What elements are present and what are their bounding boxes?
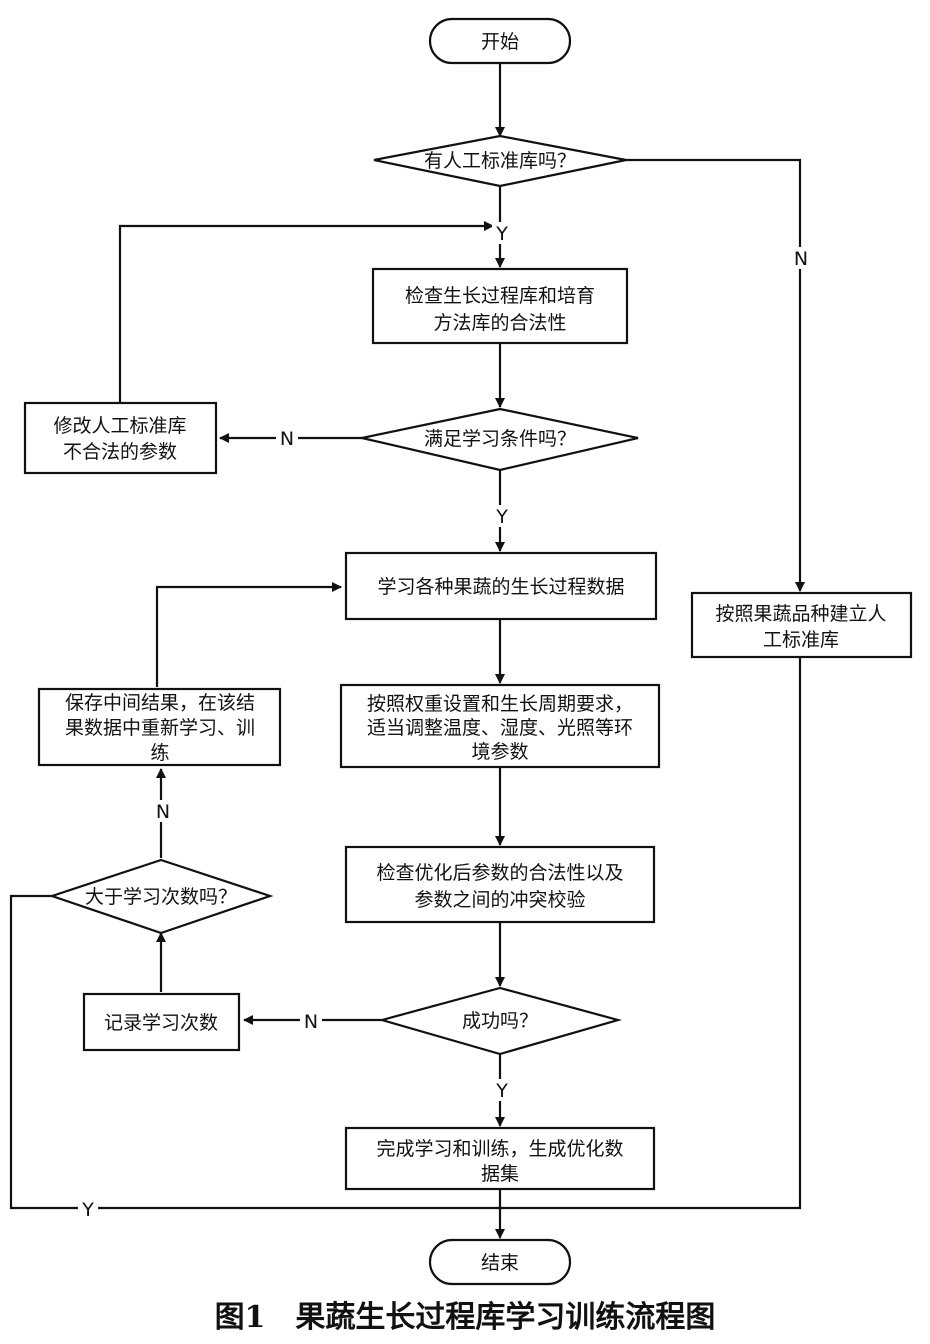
node-save-line3: 练 xyxy=(150,742,169,764)
node-build-line2: 工标准库 xyxy=(763,629,839,651)
node-start-label: 开始 xyxy=(481,31,519,53)
node-complete: 完成学习和训练，生成优化数 据集 xyxy=(344,1126,656,1191)
node-adjust-line1: 按照权重设置和生长周期要求， xyxy=(367,693,633,715)
node-check-legal-line2: 方法库的合法性 xyxy=(433,312,566,334)
node-save-line2: 果数据中重新学习、训 xyxy=(65,717,255,739)
node-check-conflict-line1: 检查优化后参数的合法性以及 xyxy=(376,862,623,884)
node-check-conflict: 检查优化后参数的合法性以及 参数之间的冲突校验 xyxy=(344,845,656,924)
label-yes-standard: Y xyxy=(495,223,508,245)
label-yes-success: Y xyxy=(495,1080,508,1102)
edges xyxy=(9,63,805,1239)
node-build-line1: 按照果蔬品种建立人 xyxy=(715,603,886,625)
node-complete-line1: 完成学习和训练，生成优化数 xyxy=(376,1138,623,1160)
node-modify: 修改人工标准库 不合法的参数 xyxy=(23,401,218,475)
node-question-count-label: 大于学习次数吗？ xyxy=(85,886,237,908)
edge-question-to-build xyxy=(626,158,805,592)
label-no-condition: N xyxy=(280,428,294,450)
edge-save-to-learn xyxy=(155,582,342,687)
edge-count-to-end xyxy=(9,894,500,1210)
node-adjust: 按照权重设置和生长周期要求， 适当调整温度、湿度、光照等环 境参数 xyxy=(339,683,661,769)
node-start: 开始 xyxy=(428,17,572,65)
label-no-count: N xyxy=(156,801,170,823)
node-adjust-line2: 适当调整温度、湿度、光照等环 xyxy=(367,717,633,739)
node-modify-line2: 不合法的参数 xyxy=(63,441,177,463)
node-end-label: 结束 xyxy=(481,1252,519,1274)
node-check-legal: 检查生长过程库和培育 方法库的合法性 xyxy=(371,267,629,345)
node-save-line1: 保存中间结果，在该结 xyxy=(65,692,255,714)
node-check-legal-line1: 检查生长过程库和培育 xyxy=(405,285,595,307)
node-modify-line1: 修改人工标准库 xyxy=(53,415,186,437)
node-question-success: 成功吗？ xyxy=(377,986,623,1056)
node-question-standard-label: 有人工标准库吗？ xyxy=(424,150,576,172)
node-complete-line2: 据集 xyxy=(481,1163,519,1185)
node-record: 记录学习次数 xyxy=(82,992,241,1052)
node-question-condition-label: 满足学习条件吗？ xyxy=(424,428,576,450)
node-adjust-line3: 境参数 xyxy=(471,741,528,763)
node-learn-label: 学习各种果蔬的生长过程数据 xyxy=(377,576,624,598)
label-yes-condition: Y xyxy=(495,506,508,528)
edge-modify-to-check xyxy=(118,221,494,403)
node-end: 结束 xyxy=(428,1238,572,1286)
label-no-success: N xyxy=(304,1011,318,1033)
figure-caption: 图1 果蔬生长过程库学习训练流程图 xyxy=(215,1300,716,1335)
label-no-standard: N xyxy=(794,248,808,270)
edge-labels: Y N N Y N N Y Y xyxy=(78,222,812,1221)
edge-build-to-end xyxy=(500,657,802,1210)
node-check-conflict-line2: 参数之间的冲突校验 xyxy=(414,889,585,911)
node-record-label: 记录学习次数 xyxy=(104,1012,218,1034)
node-save: 保存中间结果，在该结 果数据中重新学习、训 练 xyxy=(37,687,282,767)
node-learn: 学习各种果蔬的生长过程数据 xyxy=(344,551,658,621)
label-yes-count: Y xyxy=(81,1199,94,1221)
node-question-standard: 有人工标准库吗？ xyxy=(373,134,627,188)
node-question-success-label: 成功吗？ xyxy=(462,1010,538,1032)
node-question-condition: 满足学习条件吗？ xyxy=(361,407,639,472)
node-build: 按照果蔬品种建立人 工标准库 xyxy=(690,591,913,659)
node-question-count: 大于学习次数吗？ xyxy=(48,858,274,935)
